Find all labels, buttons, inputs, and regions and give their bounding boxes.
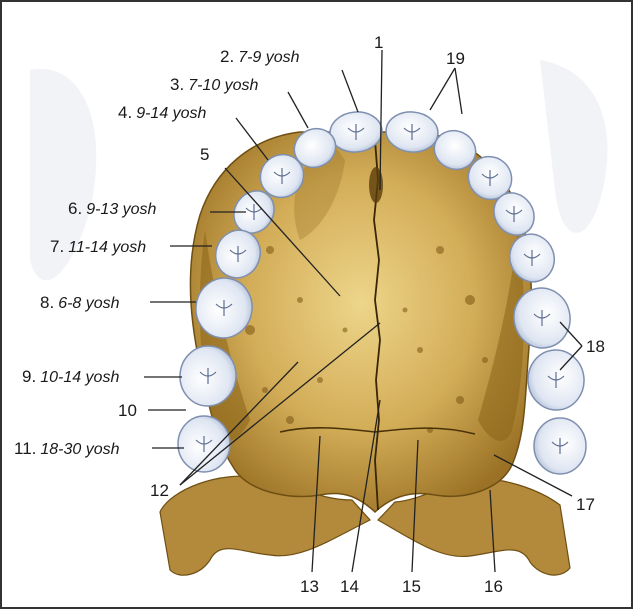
label-5: 5 bbox=[200, 145, 209, 164]
label-17: 17 bbox=[576, 495, 595, 514]
label-16: 16 bbox=[484, 577, 503, 596]
label-15: 15 bbox=[402, 577, 421, 596]
label-1: 1 bbox=[374, 33, 383, 52]
label-14: 14 bbox=[340, 577, 359, 596]
label-11: 11.18-30 yosh bbox=[14, 439, 120, 458]
label-13: 13 bbox=[300, 577, 319, 596]
label-4: 4.9-14 yosh bbox=[118, 103, 207, 122]
label-8: 8.6-8 yosh bbox=[40, 293, 120, 312]
label-18: 18 bbox=[586, 337, 605, 356]
label-2: 2.7-9 yosh bbox=[220, 47, 300, 66]
label-10: 10 bbox=[118, 401, 137, 420]
label-6: 6.9-13 yosh bbox=[68, 199, 157, 218]
label-12: 12 bbox=[150, 481, 169, 500]
label-3: 3.7-10 yosh bbox=[170, 75, 259, 94]
label-19: 19 bbox=[446, 49, 465, 68]
